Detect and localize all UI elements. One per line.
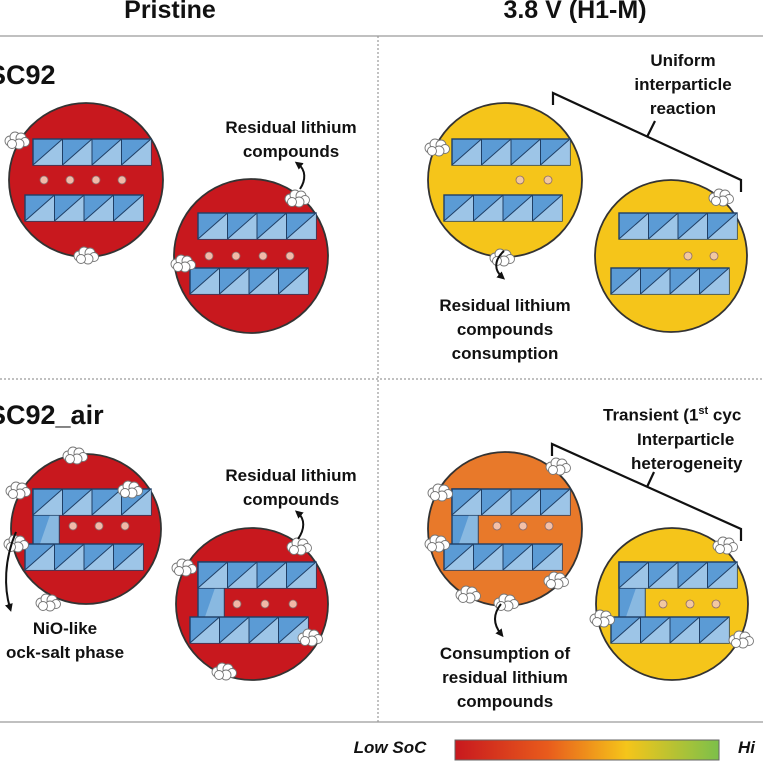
octahedra-layer-icon	[189, 267, 309, 295]
lithium-vacancy-dot	[68, 521, 78, 531]
curved-arrow-icon	[294, 161, 306, 190]
lithium-vacancy-dot	[231, 251, 241, 261]
particle-bottom-left-2	[171, 527, 329, 681]
particle-top-right-2	[594, 179, 748, 333]
lithium-vacancy-dot	[285, 251, 295, 261]
particle-top-right-1	[424, 102, 583, 267]
soc-gradient-bar	[454, 739, 720, 761]
annotation-uniform-reaction: Uniform interparticle reaction	[634, 51, 732, 118]
curved-arrow-icon	[5, 531, 17, 612]
curved-arrow-icon	[494, 603, 504, 638]
lithium-vacancy-dot	[515, 175, 525, 185]
particle-bottom-left-1	[3, 446, 162, 612]
lithium-vacancy-dot	[711, 599, 721, 609]
residual-lithium-cluster-icon	[297, 628, 323, 647]
brace-icon	[551, 91, 743, 192]
residual-lithium-cluster-icon	[62, 446, 88, 465]
particle-top-left-2	[170, 178, 329, 334]
lithium-vacancy-dot	[685, 599, 695, 609]
residual-lithium-cluster-icon	[589, 609, 615, 628]
residual-lithium-cluster-icon	[170, 254, 196, 273]
residual-lithium-cluster-icon	[286, 537, 312, 556]
column-header-pristine: Pristine	[124, 0, 216, 24]
lithium-vacancy-dot	[518, 521, 528, 531]
octahedra-layer-icon	[618, 212, 738, 240]
annotation-residual-consumption: Residual lithium compounds consumption	[439, 296, 571, 363]
residual-lithium-cluster-icon	[284, 189, 310, 208]
octahedra-layer-icon	[610, 267, 730, 295]
residual-lithium-cluster-icon	[211, 662, 237, 681]
annotation-nio-rock-salt: NiO-like ock-salt phase	[5, 619, 125, 662]
legend-low-soc: Low SoC	[353, 738, 427, 757]
lithium-vacancy-dot	[683, 251, 693, 261]
residual-lithium-cluster-icon	[35, 593, 61, 612]
lithium-vacancy-dot	[91, 175, 101, 185]
lithium-vacancy-dot	[94, 521, 104, 531]
residual-lithium-cluster-icon	[728, 630, 754, 649]
lithium-vacancy-dot	[260, 599, 270, 609]
octahedra-layer-icon	[197, 561, 317, 589]
residual-lithium-cluster-icon	[427, 483, 453, 502]
octahedra-layer-icon	[610, 616, 730, 644]
lithium-vacancy-dot	[204, 251, 214, 261]
lithium-vacancy-dot	[120, 521, 130, 531]
row-label-sc92: SC92	[0, 60, 56, 90]
residual-lithium-cluster-icon	[712, 536, 738, 555]
residual-lithium-cluster-icon	[543, 571, 569, 590]
annotation-residual-lithium-bottom: Residual lithium compounds	[225, 466, 357, 509]
residual-lithium-cluster-icon	[117, 480, 143, 499]
column-header-charged: 3.8 V (H1-M)	[503, 0, 647, 24]
lithium-vacancy-dot	[709, 251, 719, 261]
residual-lithium-cluster-icon	[4, 131, 30, 150]
particle-top-left-1	[4, 102, 164, 265]
annotation-transient-heterogeneity: Transient (1st cyc Interparticle heterog…	[603, 405, 743, 473]
residual-lithium-cluster-icon	[5, 481, 31, 500]
octahedra-layer-icon	[32, 138, 152, 166]
residual-lithium-cluster-icon	[3, 534, 29, 553]
legend-high-soc: Hi	[738, 738, 755, 757]
residual-lithium-cluster-icon	[708, 188, 734, 207]
particle-bottom-right-2	[589, 527, 754, 681]
residual-lithium-cluster-icon	[424, 138, 450, 157]
annotation-consumption-bottom: Consumption of residual lithium compound…	[439, 644, 571, 711]
residual-lithium-cluster-icon	[455, 585, 481, 604]
lithium-vacancy-dot	[544, 521, 554, 531]
brace-icon	[550, 442, 743, 541]
residual-lithium-cluster-icon	[171, 558, 197, 577]
lithium-vacancy-dot	[658, 599, 668, 609]
lithium-vacancy-dot	[39, 175, 49, 185]
residual-lithium-cluster-icon	[424, 534, 450, 553]
lithium-vacancy-dot	[65, 175, 75, 185]
lithium-vacancy-dot	[117, 175, 127, 185]
lithium-vacancy-dot	[543, 175, 553, 185]
lithium-vacancy-dot	[492, 521, 502, 531]
curved-arrow-icon	[294, 510, 305, 540]
octahedra-layer-icon	[189, 616, 309, 644]
residual-lithium-cluster-icon	[545, 457, 571, 476]
annotation-residual-lithium-top: Residual lithium compounds	[225, 118, 357, 161]
octahedra-layer-icon	[451, 138, 571, 166]
residual-lithium-cluster-icon	[73, 246, 99, 265]
octahedra-layer-icon	[197, 212, 317, 240]
residual-lithium-cluster-icon	[489, 248, 515, 267]
octahedra-layer-icon	[443, 543, 563, 571]
row-label-sc92-air: SC92_air	[0, 400, 104, 430]
residual-lithium-cluster-icon	[493, 593, 519, 612]
octahedra-layer-icon	[24, 194, 144, 222]
curved-arrow-icon	[495, 250, 506, 280]
particle-bottom-right-1	[424, 451, 583, 612]
octahedra-layer-icon	[451, 488, 571, 516]
octahedra-layer-icon	[32, 488, 152, 516]
lithium-vacancy-dot	[258, 251, 268, 261]
octahedra-layer-icon	[618, 561, 738, 589]
octahedra-layer-icon	[443, 194, 563, 222]
octahedra-layer-icon	[24, 543, 144, 571]
lithium-vacancy-dot	[232, 599, 242, 609]
lithium-vacancy-dot	[288, 599, 298, 609]
